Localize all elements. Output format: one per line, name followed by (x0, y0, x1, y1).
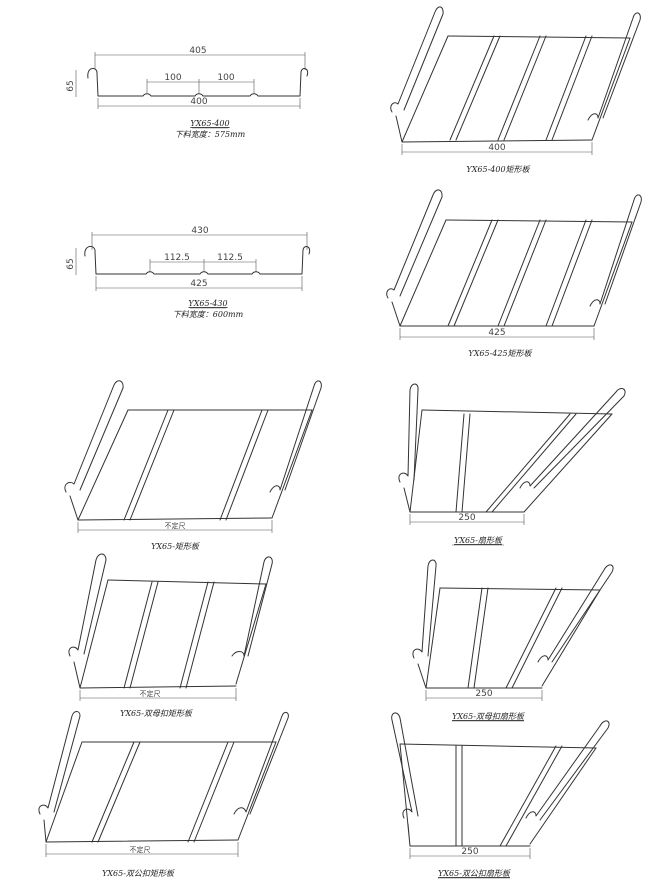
panel-fan-dim: 250 (458, 513, 475, 523)
profile-yx65-430: 430 65 112.5 112.5 425 YX65-430 下料宽度：600… (66, 226, 311, 319)
profile-yx65-400: 405 65 100 100 400 YX65-400 下料宽度：575mm (66, 46, 309, 139)
panel-yx65-double-female-rect: 不定尺 YX65-双母扣矩形板 (68, 553, 273, 718)
panel-yx65-425-rect: 425 YX65-425矩形板 (386, 189, 642, 358)
panel-yx65-fan: 250 YX65-扇形板 (398, 383, 626, 546)
profile-430-caption: YX65-430 (188, 299, 227, 308)
panel-yx65-double-male-fan: 250 YX65-双公扣扇形板 (391, 712, 610, 879)
profile-400-rib-dim-a: 100 (164, 73, 181, 83)
profile-430-subcaption: 下料宽度：600mm (173, 310, 244, 319)
panel-yx65-400-rect: 400 YX65-400矩形板 (390, 6, 641, 174)
panel-rect-caption: YX65-矩形板 (151, 542, 200, 551)
panel-400-caption: YX65-400矩形板 (466, 165, 530, 174)
profile-430-height-dim: 65 (66, 258, 76, 269)
panel-425-dim: 425 (488, 328, 505, 338)
profile-400-subcaption: 下料宽度：575mm (175, 130, 246, 139)
panel-fan-caption: YX65-扇形板 (454, 536, 503, 545)
panel-yx65-double-female-fan: 250 YX65-双母扣扇形板 (412, 559, 614, 722)
profile-400-top-dim: 405 (189, 46, 206, 56)
panel-yx65-double-male-rect: 不定尺 YX65-双公扣矩形板 (38, 711, 289, 878)
panel-425-caption: YX65-425矩形板 (468, 349, 532, 358)
panel-dm-fan-dim: 250 (461, 847, 478, 857)
panel-df-rect-dim: 不定尺 (140, 689, 161, 698)
profile-400-height-dim: 65 (66, 80, 76, 91)
profile-430-bottom-dim: 425 (190, 279, 207, 289)
panel-yx65-rect: 不定尺 YX65-矩形板 (64, 380, 322, 551)
panel-dm-rect-caption: YX65-双公扣矩形板 (102, 869, 175, 878)
profile-430-top-dim: 430 (191, 226, 208, 236)
panel-df-rect-caption: YX65-双母扣矩形板 (120, 709, 193, 718)
panel-rect-dim: 不定尺 (165, 521, 186, 530)
profile-430-rib-dim-b: 112.5 (217, 253, 243, 263)
panel-dm-rect-dim: 不定尺 (130, 845, 151, 854)
panel-dm-fan-caption: YX65-双公扣扇形板 (438, 869, 511, 878)
profile-400-bottom-dim: 400 (190, 97, 207, 107)
panel-df-fan-dim: 250 (475, 689, 492, 699)
profile-430-rib-dim-a: 112.5 (164, 253, 190, 263)
panel-400-dim: 400 (488, 143, 505, 153)
profile-400-caption: YX65-400 (190, 119, 229, 128)
profile-400-rib-dim-b: 100 (217, 73, 234, 83)
panel-df-fan-caption: YX65-双母扣扇形板 (452, 712, 525, 721)
